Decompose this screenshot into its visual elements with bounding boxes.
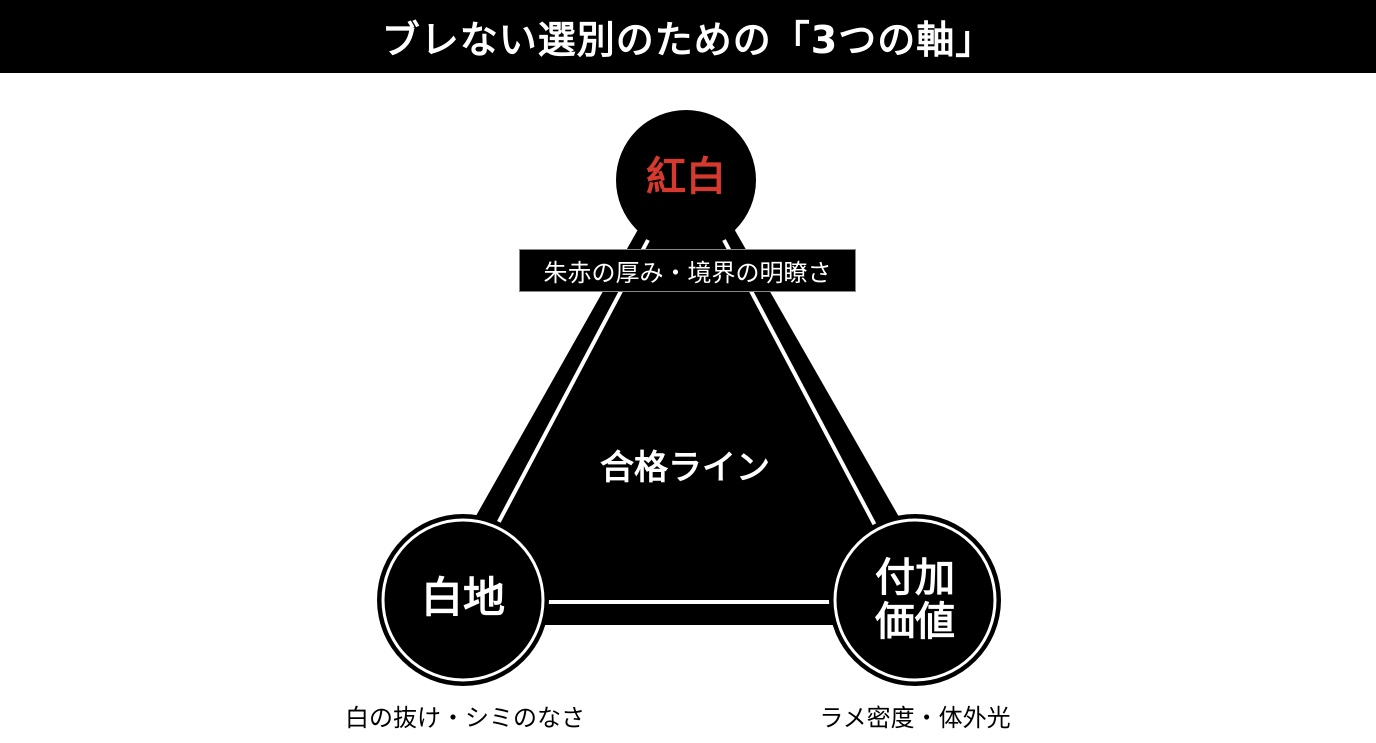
node-bottom-left-circle [377,514,549,686]
node-top-caption-box: 朱赤の厚み・境界の明瞭さ [519,249,856,292]
node-top-circle [616,110,756,250]
node-bottom-right-label: 付加 価値 [830,556,1000,644]
center-label: 合格ライン [600,448,770,488]
node-bottom-left-ring [381,518,545,682]
node-bottom-right-caption: ラメ密度・体外光 [819,704,1011,732]
node-bottom-right-label-line1: 付加 [875,555,955,601]
triangle-shape [425,160,950,625]
node-bottom-right-ring [833,518,997,682]
page-title: ブレない選別のための「3つの軸」 [381,18,995,62]
node-bottom-right-label-line2: 価値 [875,599,955,645]
node-bottom-left-label: 白地 [420,573,505,622]
node-bottom-right-circle [829,514,1001,686]
node-top-label: 紅白 [646,154,726,200]
node-bottom-left-caption: 白の抜け・シミのなさ [345,704,585,732]
header-bar: ブレない選別のための「3つの軸」 [0,0,1376,73]
node-top-caption: 朱赤の厚み・境界の明瞭さ [543,259,832,287]
